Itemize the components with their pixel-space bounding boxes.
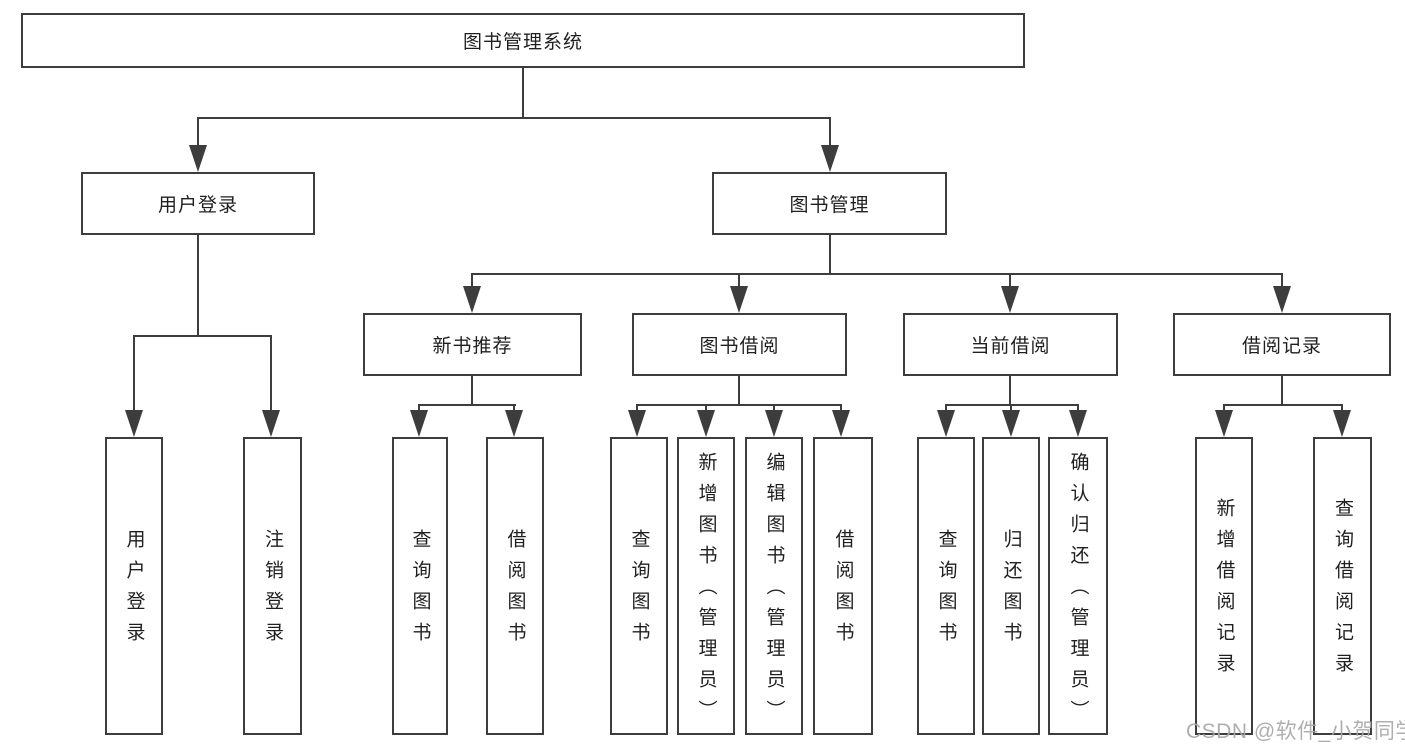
connector-line <box>471 376 473 406</box>
leaf-records-query-label: 查询借阅记录 <box>1332 498 1353 684</box>
leaf-currentborrow-return: 归还图书 <box>982 437 1040 735</box>
arrow-down-icon <box>410 410 428 437</box>
leaf-user-login: 用户登录 <box>105 437 163 735</box>
connector-line <box>270 335 272 412</box>
arrow-down-icon <box>697 410 715 437</box>
connector-line <box>418 404 516 406</box>
node-user-login: 用户登录 <box>81 172 315 235</box>
arrow-down-icon <box>937 410 955 437</box>
node-root-label: 图书管理系统 <box>462 32 583 53</box>
connector-line <box>133 335 135 412</box>
arrow-down-icon <box>1273 286 1291 313</box>
arrow-down-icon <box>1333 410 1351 437</box>
arrow-down-icon <box>832 410 850 437</box>
leaf-logout: 注销登录 <box>243 437 302 735</box>
arrow-down-icon <box>628 410 646 437</box>
leaf-records-add: 新增借阅记录 <box>1195 437 1253 735</box>
leaf-currentborrow-confirm-label: 确认归还（管理员） <box>1067 451 1089 731</box>
node-new-books-label: 新书推荐 <box>432 336 513 357</box>
leaf-newbooks-borrow: 借阅图书 <box>486 437 544 735</box>
leaf-bookborrow-query-label: 查询图书 <box>628 529 650 653</box>
arrow-down-icon <box>821 145 839 172</box>
leaf-currentborrow-query: 查询图书 <box>917 437 975 735</box>
leaf-user-login-label: 用户登录 <box>123 529 145 653</box>
connector-line <box>197 117 831 119</box>
leaf-newbooks-query: 查询图书 <box>392 437 448 735</box>
connector-line <box>1341 404 1343 412</box>
connector-line <box>1223 404 1225 412</box>
connector-line <box>513 404 515 412</box>
leaf-bookborrow-add: 新增图书（管理员） <box>677 437 735 735</box>
arrow-down-icon <box>463 286 481 313</box>
connector-line <box>197 117 199 147</box>
connector-line <box>1010 404 1012 412</box>
csdn-watermark: CSDN @软件_小贺同学 <box>1186 720 1405 743</box>
connector-line <box>773 404 775 412</box>
connector-line <box>1281 273 1283 288</box>
connector-line <box>1009 376 1011 406</box>
node-current-borrow-label: 当前借阅 <box>970 336 1051 357</box>
leaf-bookborrow-edit: 编辑图书（管理员） <box>745 437 803 735</box>
node-borrow-records-label: 借阅记录 <box>1241 336 1322 357</box>
leaf-logout-label: 注销登录 <box>262 529 283 653</box>
node-borrow-records: 借阅记录 <box>1173 313 1391 376</box>
node-book-borrow-label: 图书借阅 <box>699 336 780 357</box>
node-new-books: 新书推荐 <box>363 313 582 376</box>
connector-line <box>471 273 473 288</box>
connector-line <box>471 273 1283 275</box>
connector-line <box>133 335 272 337</box>
connector-line <box>636 404 842 406</box>
leaf-newbooks-borrow-label: 借阅图书 <box>504 529 526 653</box>
leaf-newbooks-query-label: 查询图书 <box>409 529 431 653</box>
leaf-currentborrow-confirm: 确认归还（管理员） <box>1048 437 1108 735</box>
leaf-records-add-label: 新增借阅记录 <box>1213 498 1235 684</box>
connector-line <box>522 68 524 119</box>
node-current-borrow: 当前借阅 <box>903 313 1118 376</box>
node-root: 图书管理系统 <box>21 13 1025 68</box>
node-book-mgmt: 图书管理 <box>712 172 947 235</box>
leaf-bookborrow-add-label: 新增图书（管理员） <box>695 451 717 731</box>
connector-line <box>1223 404 1343 406</box>
arrow-down-icon <box>1069 410 1087 437</box>
arrow-down-icon <box>1215 410 1233 437</box>
connector-line <box>1281 376 1283 406</box>
node-user-login-label: 用户登录 <box>157 195 238 216</box>
arrow-down-icon <box>125 410 143 437</box>
arrow-down-icon <box>189 145 207 172</box>
leaf-bookborrow-edit-label: 编辑图书（管理员） <box>763 451 785 731</box>
leaf-bookborrow-borrow: 借阅图书 <box>813 437 873 735</box>
connector-line <box>829 117 831 147</box>
connector-line <box>636 404 638 412</box>
leaf-bookborrow-query: 查询图书 <box>610 437 668 735</box>
arrow-down-icon <box>1002 410 1020 437</box>
node-book-mgmt-label: 图书管理 <box>789 195 870 216</box>
arrow-down-icon <box>765 410 783 437</box>
connector-line <box>197 235 199 337</box>
arrow-down-icon <box>730 286 748 313</box>
leaf-currentborrow-query-label: 查询图书 <box>935 529 957 653</box>
connector-line <box>840 404 842 412</box>
connector-line <box>705 404 707 412</box>
connector-line <box>829 235 831 275</box>
connector-line <box>418 404 420 412</box>
connector-line <box>945 404 947 412</box>
arrow-down-icon <box>1001 286 1019 313</box>
connector-line <box>1009 273 1011 288</box>
leaf-bookborrow-borrow-label: 借阅图书 <box>832 529 854 653</box>
connector-line <box>738 376 740 406</box>
leaf-records-query: 查询借阅记录 <box>1313 437 1372 735</box>
node-book-borrow: 图书借阅 <box>632 313 847 376</box>
arrow-down-icon <box>262 410 280 437</box>
connector-line <box>738 273 740 288</box>
leaf-currentborrow-return-label: 归还图书 <box>1000 529 1022 653</box>
connector-line <box>1077 404 1079 412</box>
arrow-down-icon <box>505 410 523 437</box>
